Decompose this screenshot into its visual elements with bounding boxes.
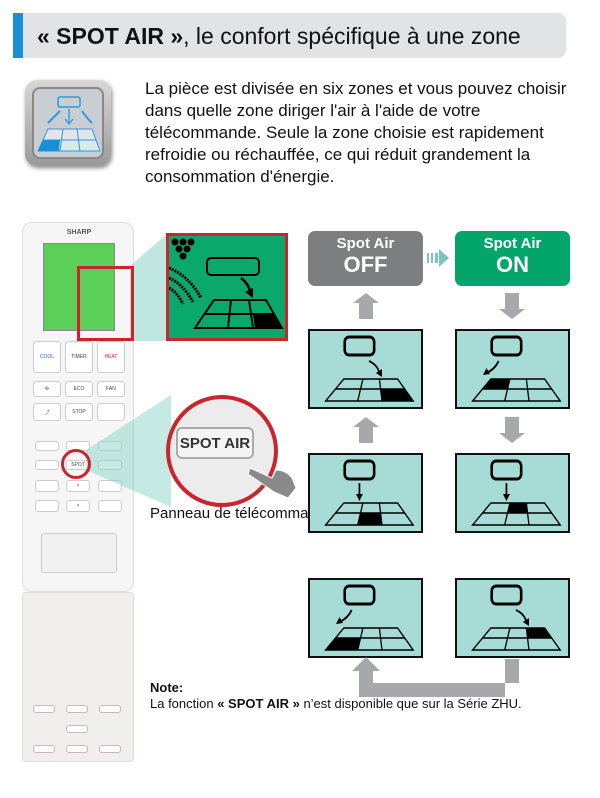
remote-back-cover [22,592,134,762]
zone-panel-back-right [455,578,570,658]
flow-arrow [353,293,379,319]
zone-panel-back-center [455,453,570,533]
remote-button[interactable] [98,441,122,451]
fan-button[interactable]: FAN [97,381,125,397]
hand-icon [248,467,297,499]
lcd-highlight [77,266,134,341]
section-header: « SPOT AIR », le confort spécifique à un… [13,13,566,58]
down-button[interactable]: ˅ [66,500,90,512]
zoom-beam [86,395,171,507]
flow-arrow [499,417,525,443]
zoom-beam [130,233,168,341]
flow-arrow [353,417,379,443]
up-button[interactable]: ˄ [66,480,90,492]
spot-button-highlight [61,449,91,479]
timer-button[interactable]: TIMER [65,341,93,373]
page-title: « SPOT AIR », le confort spécifique à un… [37,23,521,49]
remote-button[interactable] [98,480,122,492]
remote-button[interactable] [35,500,59,512]
zone-panel-front-right [308,329,423,409]
lcd-zoom [166,233,288,341]
spot-air-icon [25,80,111,166]
remote-button[interactable] [35,480,59,492]
full-power-button[interactable]: ⤴ [33,403,61,421]
cool-button[interactable]: COOL [33,341,61,373]
zone-panel-front-left [308,578,423,658]
remote-lid [41,533,117,573]
flow-arrow [352,657,519,697]
accent-bar [13,13,23,58]
flow-arrows [352,293,525,697]
zone-panel-back-left [455,329,570,409]
heat-button[interactable]: HEAT [97,341,125,373]
spot-air-zoom: SPOT AIR [166,395,278,507]
remote-button[interactable] [98,460,122,470]
remote-button[interactable] [98,500,122,512]
set-button[interactable] [97,403,125,421]
spot-air-button[interactable]: SPOT AIR [176,427,254,459]
transition-arrow-icon [427,249,449,267]
intro-text: La pièce est divisée en six zones et vou… [145,79,567,186]
note: Note: La fonction « SPOT AIR » n’est dis… [150,680,522,711]
brand-logo: SHARP [66,229,92,236]
stop-button[interactable]: STOP [65,403,93,421]
zone-panel-front-center [308,453,423,533]
remote-button[interactable] [35,441,59,451]
swing-button[interactable]: ✣ [33,381,61,397]
remote-button[interactable] [35,460,59,470]
eco-button[interactable]: ECO [65,381,93,397]
flow-arrow [499,293,525,319]
